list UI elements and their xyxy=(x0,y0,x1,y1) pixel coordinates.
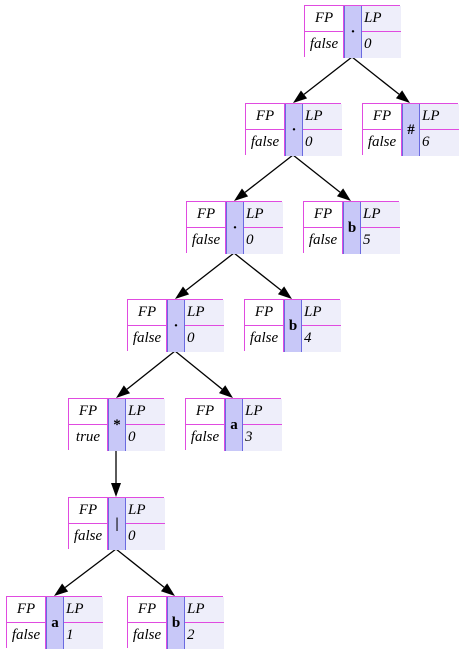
lp-label: LP xyxy=(126,399,165,425)
fp-value: false xyxy=(363,130,402,156)
lp-value: 0 xyxy=(185,326,224,352)
lp-value: 2 xyxy=(185,623,224,649)
lp-label: LP xyxy=(362,6,401,32)
node-symbol: a xyxy=(225,399,243,451)
tree-edge xyxy=(185,252,235,291)
tree-edge-arrowhead xyxy=(218,385,233,398)
tree-edge-arrowhead xyxy=(116,385,131,398)
tree-node-concat: FP false · LP 0 xyxy=(127,299,224,352)
tree-node-star: FP true * LP 0 xyxy=(68,398,165,451)
tree-edge-arrowhead xyxy=(54,583,69,596)
fp-label: FP xyxy=(7,597,46,623)
tree-edge xyxy=(303,56,353,95)
node-symbol: · xyxy=(167,300,185,352)
fp-value: true xyxy=(69,425,108,451)
lp-value: 5 xyxy=(361,228,400,254)
lp-label: LP xyxy=(126,498,165,524)
fp-value: false xyxy=(304,228,343,254)
lp-value: 4 xyxy=(302,326,341,352)
fp-value: false xyxy=(305,32,344,58)
tree-edge xyxy=(64,548,117,589)
lp-label: LP xyxy=(64,597,103,623)
node-symbol: · xyxy=(226,202,244,254)
tree-edge-arrowhead xyxy=(395,90,410,103)
fp-label: FP xyxy=(363,104,402,130)
lp-value: 0 xyxy=(244,228,283,254)
lp-label: LP xyxy=(243,399,282,425)
tree-edge-arrowhead xyxy=(293,90,308,103)
tree-edge-arrowhead xyxy=(160,583,175,596)
fp-label: FP xyxy=(128,300,167,326)
tree-edge xyxy=(244,154,294,193)
tree-node-union: FP false | LP 0 xyxy=(68,497,165,550)
tree-node-leaf-b: FP false b LP 2 xyxy=(127,596,224,649)
node-symbol: | xyxy=(108,498,126,550)
node-symbol: # xyxy=(402,104,420,156)
tree-edge xyxy=(292,154,341,193)
tree-node-leaf-b: FP false b LP 5 xyxy=(303,201,400,254)
tree-edge xyxy=(115,548,165,588)
fp-value: false xyxy=(69,524,108,550)
tree-edge xyxy=(126,350,176,390)
node-symbol: b xyxy=(284,300,302,352)
node-symbol: a xyxy=(46,597,64,649)
node-symbol: * xyxy=(108,399,126,451)
tree-node-concat: FP false · LP 0 xyxy=(186,201,283,254)
fp-value: false xyxy=(7,623,46,649)
tree-edge-arrowhead xyxy=(111,483,121,497)
fp-label: FP xyxy=(69,498,108,524)
fp-label: FP xyxy=(187,202,226,228)
node-symbol: b xyxy=(167,597,185,649)
tree-node-concat-root: FP false · LP 0 xyxy=(304,5,401,58)
lp-label: LP xyxy=(420,104,459,130)
tree-node-end-marker: FP false # LP 6 xyxy=(362,103,459,156)
tree-node-leaf-a: FP false a LP 1 xyxy=(6,596,103,649)
node-symbol: b xyxy=(343,202,361,254)
tree-edge-arrowhead xyxy=(234,188,249,201)
fp-label: FP xyxy=(69,399,108,425)
tree-edge-arrowhead xyxy=(175,286,190,299)
tree-edge-arrowhead xyxy=(336,188,351,201)
fp-value: false xyxy=(128,326,167,352)
lp-label: LP xyxy=(303,104,342,130)
tree-edge xyxy=(351,56,400,95)
fp-label: FP xyxy=(186,399,225,425)
tree-edge-arrowhead xyxy=(277,286,292,299)
fp-label: FP xyxy=(246,104,285,130)
lp-value: 6 xyxy=(420,130,459,156)
fp-label: FP xyxy=(128,597,167,623)
fp-label: FP xyxy=(304,202,343,228)
fp-value: false xyxy=(186,425,225,451)
fp-value: false xyxy=(187,228,226,254)
lp-label: LP xyxy=(302,300,341,326)
lp-value: 1 xyxy=(64,623,103,649)
node-symbol: · xyxy=(344,6,362,58)
tree-node-concat: FP false · LP 0 xyxy=(245,103,342,156)
lp-value: 0 xyxy=(126,524,165,550)
fp-label: FP xyxy=(305,6,344,32)
lp-label: LP xyxy=(244,202,283,228)
lp-value: 0 xyxy=(303,130,342,156)
fp-label: FP xyxy=(245,300,284,326)
fp-value: false xyxy=(245,326,284,352)
lp-value: 0 xyxy=(126,425,165,451)
fp-value: false xyxy=(128,623,167,649)
lp-value: 0 xyxy=(362,32,401,58)
tree-node-leaf-a: FP false a LP 3 xyxy=(185,398,282,451)
node-symbol: · xyxy=(285,104,303,156)
tree-edge xyxy=(174,350,223,390)
lp-label: LP xyxy=(185,300,224,326)
tree-edge xyxy=(233,252,282,291)
fp-value: false xyxy=(246,130,285,156)
lp-label: LP xyxy=(361,202,400,228)
tree-node-leaf-b: FP false b LP 4 xyxy=(244,299,341,352)
lp-value: 3 xyxy=(243,425,282,451)
lp-label: LP xyxy=(185,597,224,623)
